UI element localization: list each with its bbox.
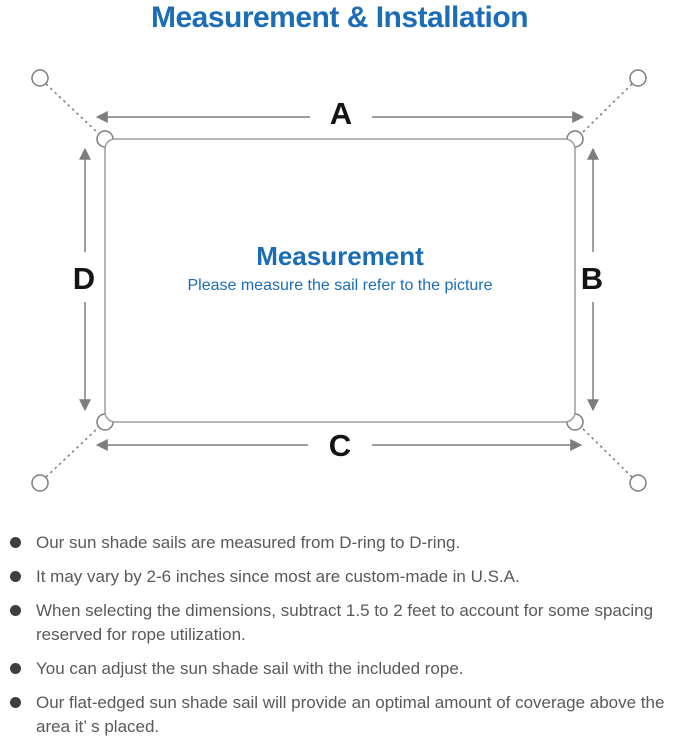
bullet-icon [10, 571, 21, 582]
anchor-ring-bottom-left-icon [31, 474, 49, 492]
anchor-ring-bottom-right-icon [629, 474, 647, 492]
dim-label-d: D [73, 261, 95, 296]
bullet-icon [10, 663, 21, 674]
bullet-text: When selecting the dimensions, subtract … [36, 601, 654, 644]
bullet-text: Our flat-edged sun shade sail will provi… [36, 693, 665, 736]
rope-line-bottom-left [45, 426, 100, 478]
bullet-icon [10, 537, 21, 548]
bullet-text: It may vary by 2-6 inches since most are… [36, 567, 520, 586]
rope-line-top-left [45, 83, 100, 135]
diagram-center-title: Measurement [256, 241, 424, 271]
sail-outline [104, 138, 576, 423]
bullet-icon [10, 697, 21, 708]
list-item: Our sun shade sails are measured from D-… [10, 531, 677, 555]
page-title: Measurement & Installation [150, 1, 529, 34]
instruction-list: Our sun shade sails are measured from D-… [10, 531, 677, 739]
anchor-ring-top-right-icon [629, 69, 647, 87]
diagram-center-subtitle: Please measure the sail refer to the pic… [187, 277, 493, 294]
anchor-ring-top-left-icon [31, 69, 49, 87]
bullet-icon [10, 605, 21, 616]
measurement-diagram: A B C D [31, 69, 647, 492]
list-item: When selecting the dimensions, subtract … [10, 599, 677, 647]
list-item: It may vary by 2-6 inches since most are… [10, 565, 677, 589]
list-item: Our flat-edged sun shade sail will provi… [10, 691, 677, 739]
dim-label-c: C [329, 428, 351, 463]
dim-label-b: B [581, 261, 603, 296]
list-item: You can adjust the sun shade sail with t… [10, 657, 677, 681]
rope-line-bottom-right [580, 426, 633, 478]
dim-label-a: A [330, 96, 352, 131]
bullet-text: Our sun shade sails are measured from D-… [36, 533, 461, 552]
rope-line-top-right [580, 83, 633, 135]
bullet-text: You can adjust the sun shade sail with t… [36, 659, 464, 678]
